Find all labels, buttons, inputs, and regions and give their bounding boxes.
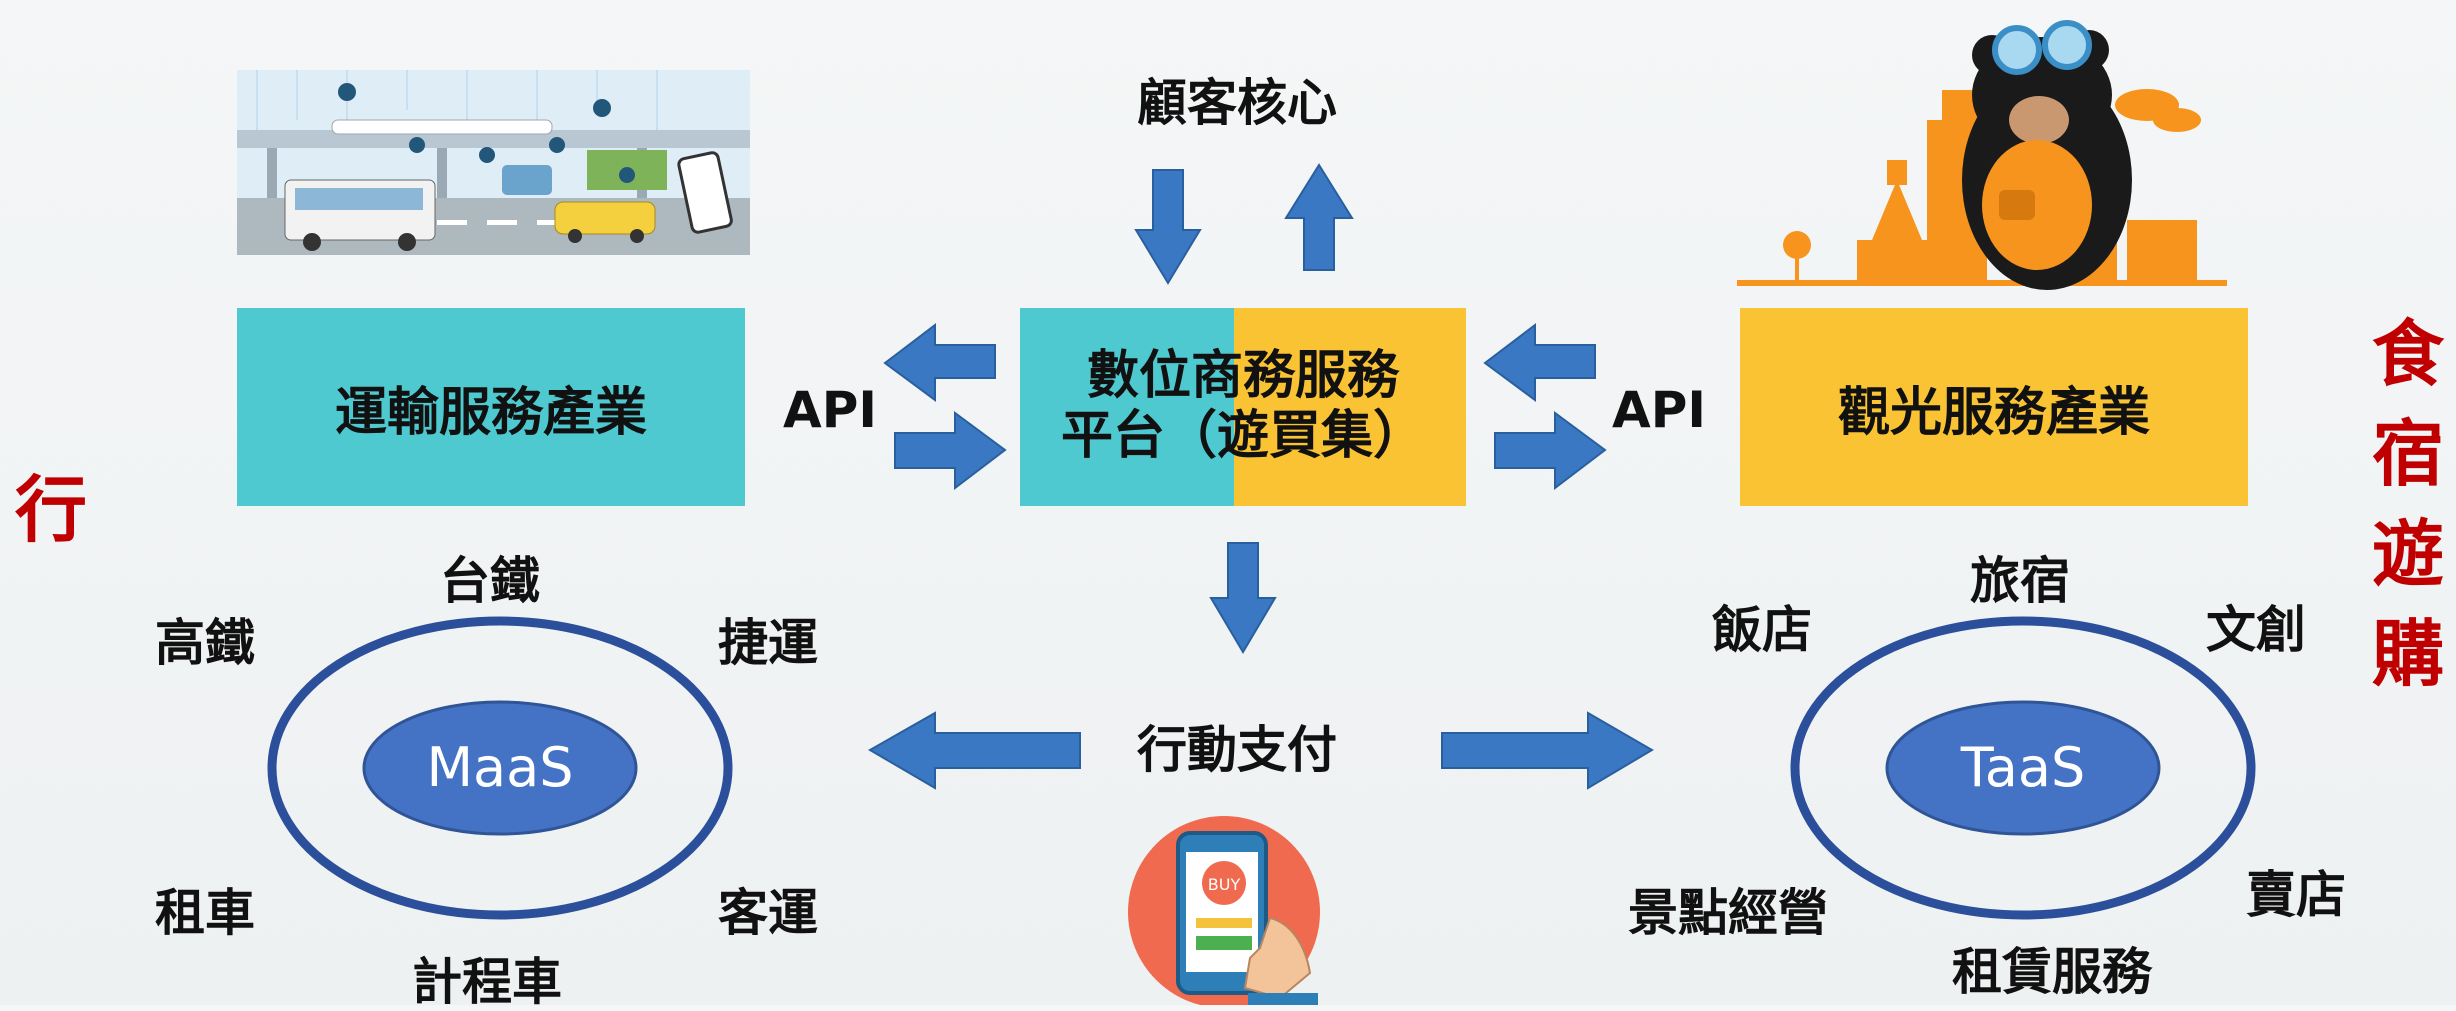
mobile-payment-icon: BUY — [1120, 808, 1340, 1005]
tourism-industry-label: 觀光服務產業 — [1837, 382, 2150, 443]
side-char-play: 遊 — [2372, 512, 2445, 596]
service-attraction: 景點經營 — [1628, 884, 1828, 942]
maas-hub — [362, 700, 638, 836]
mode-metro: 捷運 — [718, 614, 818, 672]
taas-ring — [1790, 616, 2256, 920]
tourism-industry-box: 觀光服務產業 — [1740, 308, 2248, 506]
arrow-left-icon — [867, 711, 1081, 790]
arrow-left-icon — [1483, 322, 1596, 402]
arrow-right-icon — [1441, 711, 1654, 790]
service-shop: 賣店 — [2246, 866, 2346, 924]
side-char-food: 食 — [2372, 312, 2445, 396]
taas-hub — [1885, 700, 2161, 836]
bear-mascot-city-illustration — [1737, 10, 2227, 295]
service-lodging: 旅宿 — [1970, 552, 2070, 610]
arrow-down-icon — [1209, 542, 1277, 654]
platform-label-line2: 平台（遊買集） — [1060, 406, 1425, 466]
mode-taxi: 計程車 — [412, 953, 562, 1011]
arrow-up-icon — [1284, 163, 1354, 271]
mode-hsr: 高鐵 — [155, 614, 255, 672]
transport-industry-box: 運輸服務產業 — [237, 308, 745, 506]
arrow-left-icon — [883, 322, 996, 402]
mobile-payment-label: 行動支付 — [1137, 721, 1337, 779]
service-creative: 文創 — [2206, 601, 2306, 659]
platform-label-line1: 數位商務服務 — [1086, 346, 1399, 407]
taas-hub-label: TaaS — [1960, 736, 2086, 799]
maas-hub-label: MaaS — [426, 736, 574, 799]
arrow-right-icon — [1494, 411, 1607, 491]
maas-ring — [267, 616, 733, 920]
service-hotel: 飯店 — [1712, 601, 1812, 659]
transport-industry-label: 運輸服務產業 — [334, 382, 647, 443]
api-label-left: API — [783, 381, 877, 439]
arrow-down-icon — [1134, 169, 1202, 285]
mode-tra: 台鐵 — [440, 552, 540, 610]
customer-core-label: 顧客核心 — [1137, 74, 1337, 132]
side-char-shop: 購 — [2372, 612, 2445, 696]
side-char-stay: 宿 — [2372, 412, 2445, 496]
arrow-right-icon — [894, 411, 1007, 491]
buy-text: BUY — [1208, 875, 1241, 894]
mode-car-rental: 租車 — [155, 884, 255, 942]
api-label-right: API — [1612, 381, 1706, 439]
service-rental: 租賃服務 — [1952, 943, 2152, 1001]
transport-scene-illustration — [237, 70, 750, 255]
side-char-travel: 行 — [15, 468, 88, 552]
mode-bus: 客運 — [718, 884, 818, 942]
platform-box: 數位商務服務 平台（遊買集） — [1020, 308, 1466, 506]
